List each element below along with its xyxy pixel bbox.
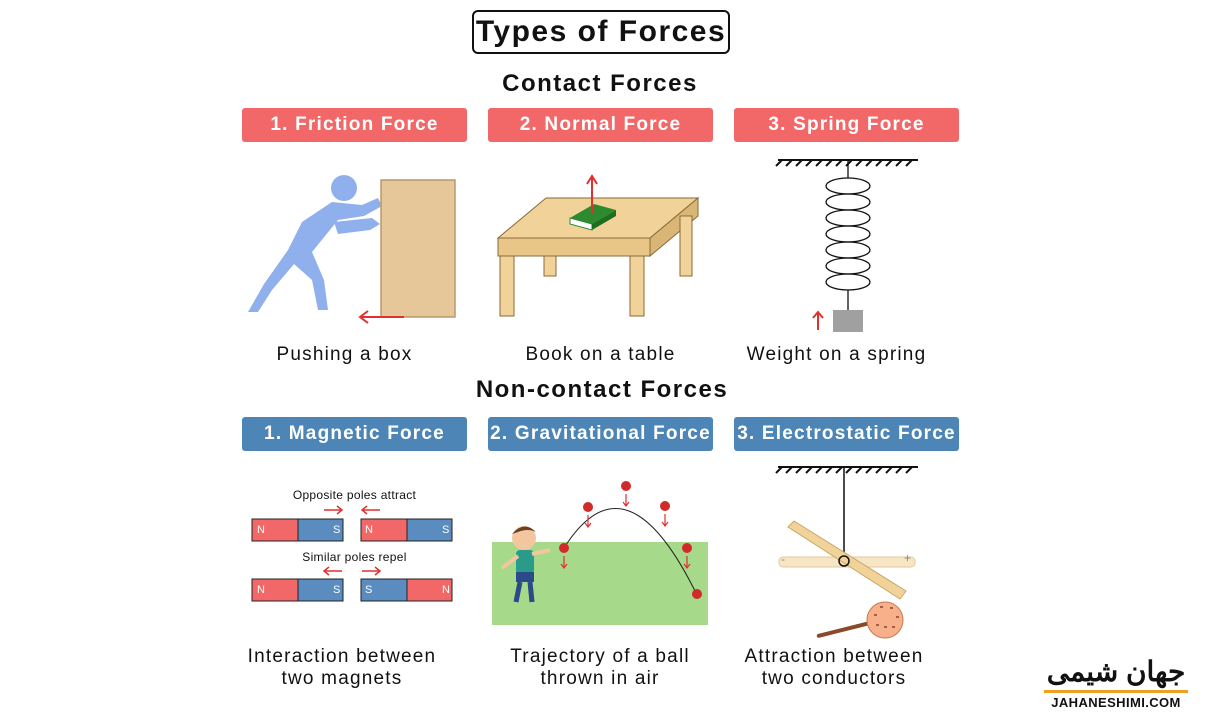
normal-illustration [496, 174, 700, 317]
magnetic-label: 1. Magnetic Force [242, 417, 467, 451]
ball-icon [559, 481, 702, 599]
weight-icon [833, 310, 863, 332]
trajectory-icon [563, 508, 698, 596]
pole-label: N [257, 524, 265, 536]
electrostatic-illustration [775, 466, 918, 639]
magnet-arrows-icon [322, 505, 382, 576]
pole-label: S [333, 524, 341, 536]
sphere-icon [866, 601, 904, 639]
normal-arrow-icon [586, 174, 598, 214]
minus-sign: - [781, 552, 785, 566]
gravity-illustration [492, 481, 708, 625]
friction-arrow-icon [358, 310, 404, 324]
pole-label: N [257, 584, 265, 596]
magnets-illustration [251, 505, 453, 602]
gravitational-label: 2. Gravitational Force [488, 417, 713, 451]
boy-icon [500, 526, 551, 603]
plus-sign: + [904, 551, 912, 565]
magnetic-caption-line1: Interaction between [247, 646, 437, 667]
pole-label: S [365, 584, 373, 596]
electrostatic-caption-line1: Attraction between [744, 646, 924, 667]
pole-label: S [442, 524, 450, 536]
noncontact-heading: Non-contact Forces [475, 376, 729, 403]
normal-label: 2. Normal Force [488, 108, 713, 142]
friction-label: 1. Friction Force [242, 108, 467, 142]
handle-icon [816, 620, 876, 638]
page-title: Types of Forces [472, 10, 730, 54]
logo: جهان شیمی JAHANESHIMI.COM [1036, 655, 1196, 710]
spring-illustration [775, 159, 918, 332]
rod-icon [787, 520, 907, 600]
friction-illustration [248, 175, 456, 324]
magnet-icon [251, 518, 453, 602]
normal-caption: Book on a table [525, 344, 676, 365]
electrostatic-label: 3. Electrostatic Force [734, 417, 959, 451]
spring-icon [825, 160, 871, 310]
electrostatic-caption-line2: two conductors [761, 668, 907, 689]
gravity-caption-line2: thrown in air [540, 668, 660, 689]
friction-caption: Pushing a box [276, 344, 413, 365]
logo-english: JAHANESHIMI.COM [1051, 695, 1181, 710]
repel-text: Similar poles repel [302, 550, 407, 564]
pole-label: S [333, 584, 341, 596]
spring-arrow-icon [812, 310, 824, 330]
gravity-caption-line1: Trajectory of a ball [510, 646, 690, 667]
pole-label: N [442, 584, 450, 596]
pole-label: N [365, 524, 373, 536]
contact-heading: Contact Forces [502, 70, 698, 97]
box-icon [380, 179, 456, 318]
logo-underline [1044, 690, 1188, 693]
ceiling-icon [775, 159, 918, 167]
spring-caption: Weight on a spring [746, 344, 927, 365]
attract-text: Opposite poles attract [292, 488, 417, 502]
gravity-arrows-icon [560, 494, 691, 569]
spring-label: 3. Spring Force [734, 108, 959, 142]
magnetic-caption-line2: two magnets [281, 668, 403, 689]
logo-persian: جهان شیمی [1046, 656, 1186, 687]
ceiling-icon [775, 466, 918, 474]
person-pushing-icon [248, 175, 382, 312]
